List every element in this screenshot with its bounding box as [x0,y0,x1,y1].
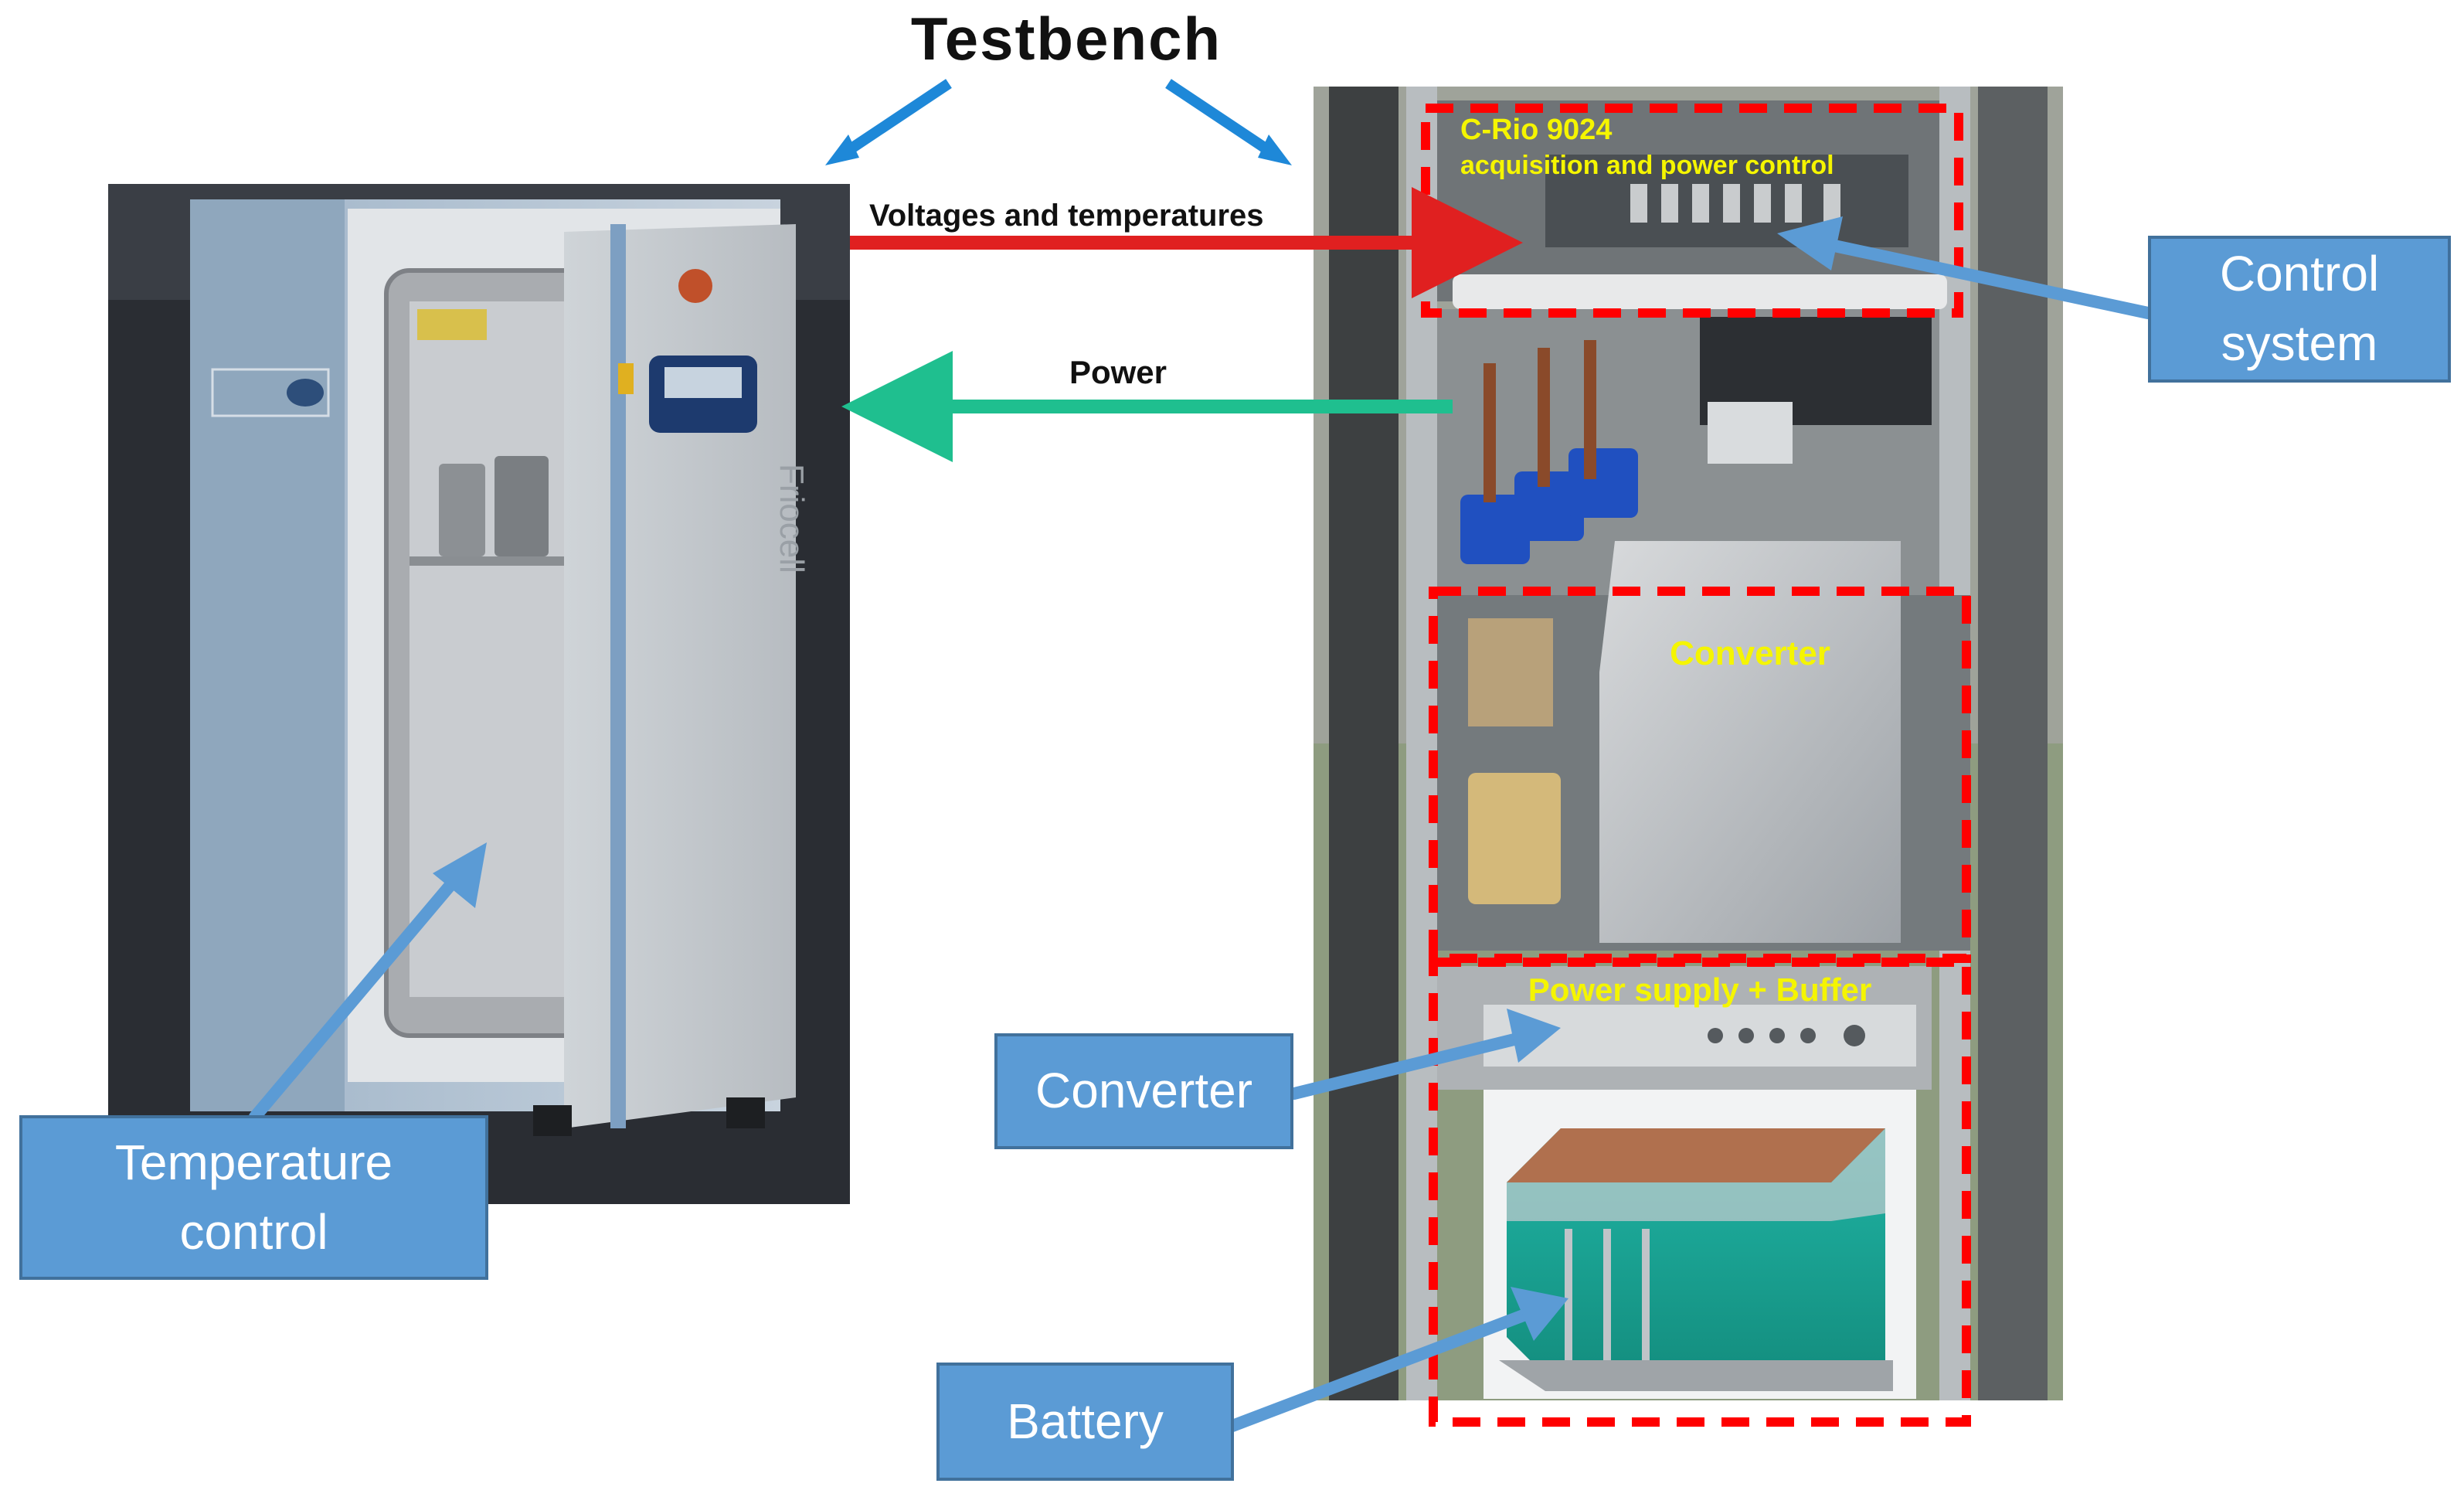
climate-chamber-photo: Friocell [108,184,850,1204]
power-arrow-label: Power [1069,354,1167,390]
battery-callout: Battery [936,1363,1234,1481]
signal-arrow-label: Voltages and temperatures [869,199,1264,233]
power-supply-label: Power supply + Buffer [1528,971,1872,1008]
title-arrow-left-head [825,134,859,165]
battery-callout-label: Battery [1007,1393,1164,1449]
temperature-control-callout: Temperature control [19,1115,488,1280]
converter-callout: Converter [994,1033,1293,1149]
crio-label: C-Rio 9024 [1460,114,1612,146]
supply-battery-region [1429,958,1971,1427]
converter-region-label: Converter [1670,635,1830,672]
dashed-region-boxes [1421,104,1971,1427]
converter-callout-label: Converter [1035,1063,1252,1119]
converter-pointer-head [1507,1009,1561,1063]
title-arrow-right-head [1258,134,1292,165]
control-system-line2: system [2221,315,2378,371]
diagram-title: Testbench [910,5,1222,73]
temperature-pointer-head [433,842,487,908]
crio-sub-label: acquisition and power control [1460,151,1834,180]
chamber-logo: Friocell [773,464,811,573]
control-system-line1: Control [2219,246,2380,302]
converter-region [1429,587,1971,963]
callout-pointers [249,237,2154,1432]
title-arrows [839,79,1278,159]
test-cabinet-photo [1314,87,2063,1400]
control-pointer-head [1777,216,1843,270]
battery-pointer-head [1511,1287,1568,1341]
control-system-region [1421,104,1963,318]
control-system-callout: Control system [2148,236,2451,383]
temperature-control-line1: Temperature [114,1134,393,1190]
temperature-control-line2: control [179,1203,328,1260]
